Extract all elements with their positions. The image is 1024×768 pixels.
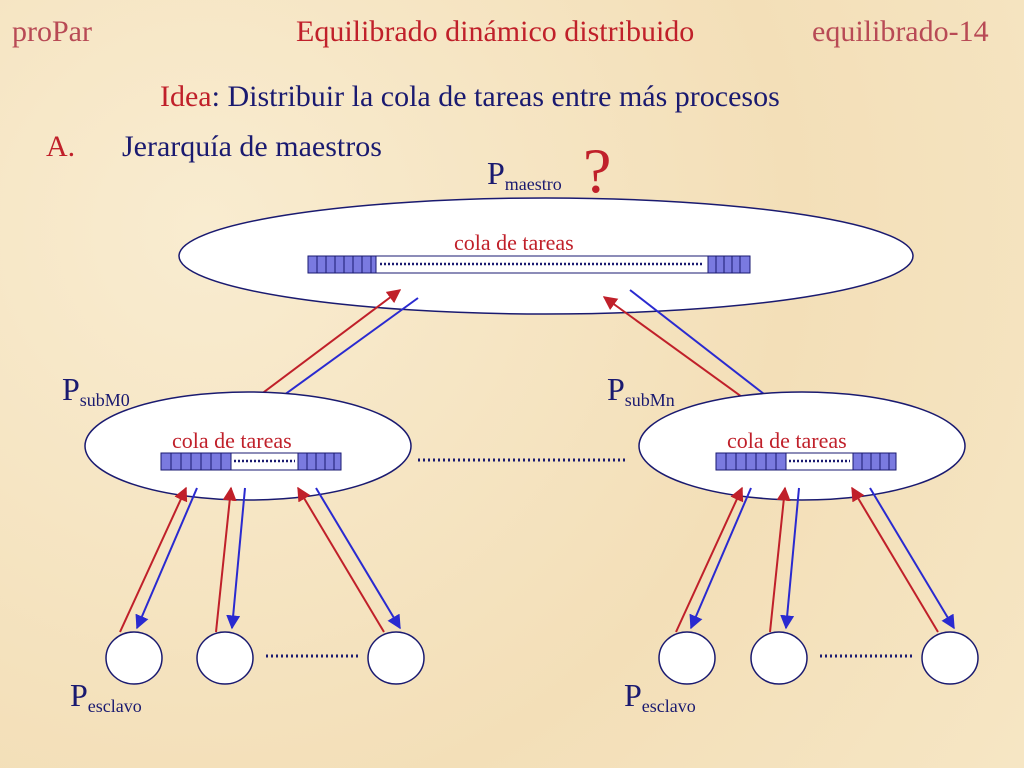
slave-node-left-3 bbox=[367, 631, 425, 685]
slide-title: Equilibrado dinámico distribuido bbox=[296, 15, 695, 48]
idea-keyword: Idea bbox=[160, 80, 212, 113]
list-item-text: Jerarquía de maestros bbox=[122, 130, 382, 163]
slave-label-left: Pesclavo bbox=[70, 677, 142, 716]
master-label: Pmaestro bbox=[487, 155, 562, 194]
list-item-a: A. Jerarquía de maestros bbox=[46, 130, 382, 164]
slave-node-right-3 bbox=[921, 631, 979, 685]
submastern-queue bbox=[715, 452, 897, 471]
slave-node-left-1 bbox=[105, 631, 163, 685]
arrow-master-to-submaster0 bbox=[260, 297, 419, 412]
submaster0-node bbox=[84, 391, 412, 501]
submastern-label: PsubMn bbox=[607, 371, 675, 410]
slave-node-right-1 bbox=[658, 631, 716, 685]
arrow-master-to-submastern bbox=[629, 289, 784, 409]
slave-node-left-2 bbox=[196, 631, 254, 685]
arrows-right-slaves bbox=[675, 486, 955, 633]
arrow-submastern-to-master bbox=[602, 296, 761, 411]
question-mark: ? bbox=[583, 135, 611, 206]
list-item-letter: A. bbox=[46, 130, 76, 163]
course-name: proPar bbox=[12, 15, 92, 48]
submastern-queue-label: cola de tareas bbox=[727, 428, 847, 453]
master-queue bbox=[307, 255, 751, 274]
idea-text: : Distribuir la cola de tareas entre más… bbox=[211, 80, 780, 113]
slave-label-right: Pesclavo bbox=[624, 677, 696, 716]
slide-number: equilibrado-14 bbox=[812, 15, 989, 48]
submaster0-label: PsubM0 bbox=[62, 371, 130, 410]
submastern-node bbox=[638, 391, 966, 501]
idea-line: Idea: Distribuir la cola de tareas entre… bbox=[160, 80, 780, 114]
submaster0-queue-label: cola de tareas bbox=[172, 428, 292, 453]
arrows-left-slaves bbox=[119, 486, 401, 633]
slave-node-right-2 bbox=[750, 631, 808, 685]
master-queue-label: cola de tareas bbox=[454, 230, 574, 255]
arrow-submaster0-to-master bbox=[239, 289, 402, 411]
submaster0-queue bbox=[160, 452, 342, 471]
